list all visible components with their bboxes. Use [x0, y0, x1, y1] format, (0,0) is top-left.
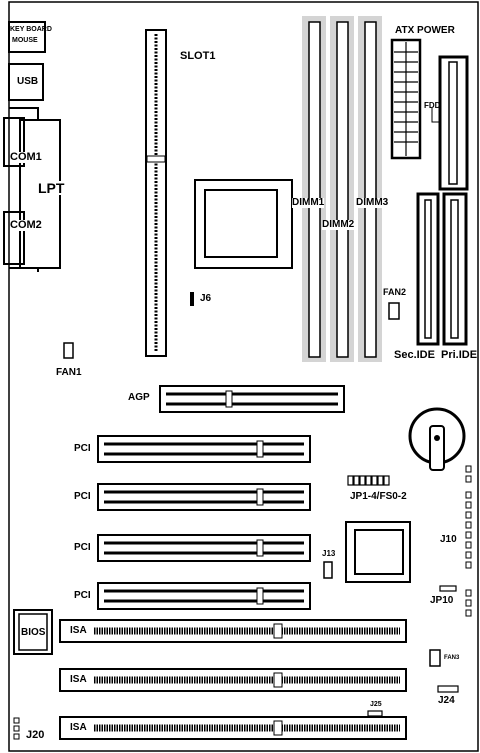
dimm3-label: DIMM3: [356, 197, 389, 208]
battery-clip: [429, 425, 445, 471]
pci-slot-2: [97, 483, 311, 511]
atx-power-label: ATX POWER: [395, 25, 455, 36]
pci-slot-1: [97, 435, 311, 463]
board-outline: [8, 1, 479, 752]
j24-header: [437, 685, 459, 693]
fdd-pin-strip: [448, 61, 458, 185]
j6-header: [190, 292, 194, 306]
dimm1-slot: [308, 21, 321, 358]
secondary-ide-pin-strip: [424, 199, 432, 339]
j10-header: [465, 491, 472, 569]
pci-label-4: PCI: [74, 590, 91, 601]
dimm2-label: DIMM2: [322, 219, 355, 230]
com1-port: [3, 117, 25, 167]
mouse-label: MOUSE: [12, 37, 38, 44]
j10-label: J10: [440, 534, 457, 545]
com2-port: [3, 211, 25, 265]
bios-label: BIOS: [21, 627, 46, 638]
pci-label-3: PCI: [74, 542, 91, 553]
slot1-key-notch: [146, 155, 166, 163]
isa-label-3: ISA: [70, 722, 87, 733]
fan1-header: [63, 342, 74, 359]
sec-ide-label: Sec.IDE: [394, 349, 435, 361]
fan2-label: FAN2: [383, 287, 407, 297]
side-header-upper: [465, 465, 472, 483]
atx-power-pin-grid: [394, 42, 418, 156]
j13-header: [323, 561, 333, 579]
j25-label: J25: [370, 701, 382, 708]
fan3-label: FAN3: [444, 655, 460, 661]
chipset-inner: [354, 529, 404, 575]
j6-label: J6: [200, 293, 212, 304]
pci-label-1: PCI: [74, 443, 91, 454]
pci-label-2: PCI: [74, 491, 91, 502]
isa-label-1: ISA: [70, 625, 87, 636]
usb-port: [8, 63, 44, 101]
side-header-lower: [465, 589, 472, 617]
jp10-label: JP10: [430, 595, 454, 606]
j20-label: J20: [26, 729, 45, 741]
jp1-4-fs0-2-jumper-block: [347, 475, 390, 486]
fan3-header: [429, 649, 441, 667]
dimm1-label: DIMM1: [292, 197, 325, 208]
fdd-leader-line: [431, 108, 440, 123]
isa-slot-3: [59, 716, 407, 740]
lpt-label: LPT: [38, 180, 65, 196]
isa-slot-2: [59, 668, 407, 692]
cpu-heatsink-inner: [204, 189, 278, 258]
com2-label: COM2: [10, 219, 42, 231]
j25-header: [367, 710, 383, 717]
secondary-ide-connector: [416, 192, 440, 346]
agp-slot: [159, 385, 345, 413]
pci-slot-4: [97, 582, 311, 610]
agp-label: AGP: [128, 392, 150, 403]
j13-label: J13: [322, 549, 336, 558]
primary-ide-connector: [442, 192, 468, 346]
dimm2-slot: [336, 21, 349, 358]
fan1-label: FAN1: [56, 367, 82, 378]
io-shield-wall: [9, 107, 39, 272]
pci-slot-3: [97, 534, 311, 562]
primary-ide-pin-strip: [450, 199, 459, 339]
agp-slot-key: [225, 390, 233, 408]
isa-slot-1: [59, 619, 407, 643]
bios-chip-inner: [18, 613, 48, 651]
pri-ide-label: Pri.IDE: [441, 349, 478, 361]
isa-label-2: ISA: [70, 674, 87, 685]
dimm3-slot: [364, 21, 377, 358]
fdd-connector: [438, 55, 469, 191]
fan2-header: [388, 302, 400, 320]
slot1-label: SLOT1: [180, 50, 216, 62]
j24-label: J24: [438, 695, 455, 706]
jp10-jumper: [439, 585, 457, 592]
keyboard-label: KEY BOARD: [10, 26, 52, 33]
usb-label: USB: [17, 76, 39, 87]
battery-terminal: [434, 435, 440, 441]
keyboard-mouse-port: [8, 21, 46, 53]
j20-header: [13, 717, 20, 740]
com1-label: COM1: [10, 151, 42, 163]
jp1-4-fs0-2-label: JP1-4/FS0-2: [350, 491, 407, 502]
fdd-label: FDD: [424, 101, 441, 110]
